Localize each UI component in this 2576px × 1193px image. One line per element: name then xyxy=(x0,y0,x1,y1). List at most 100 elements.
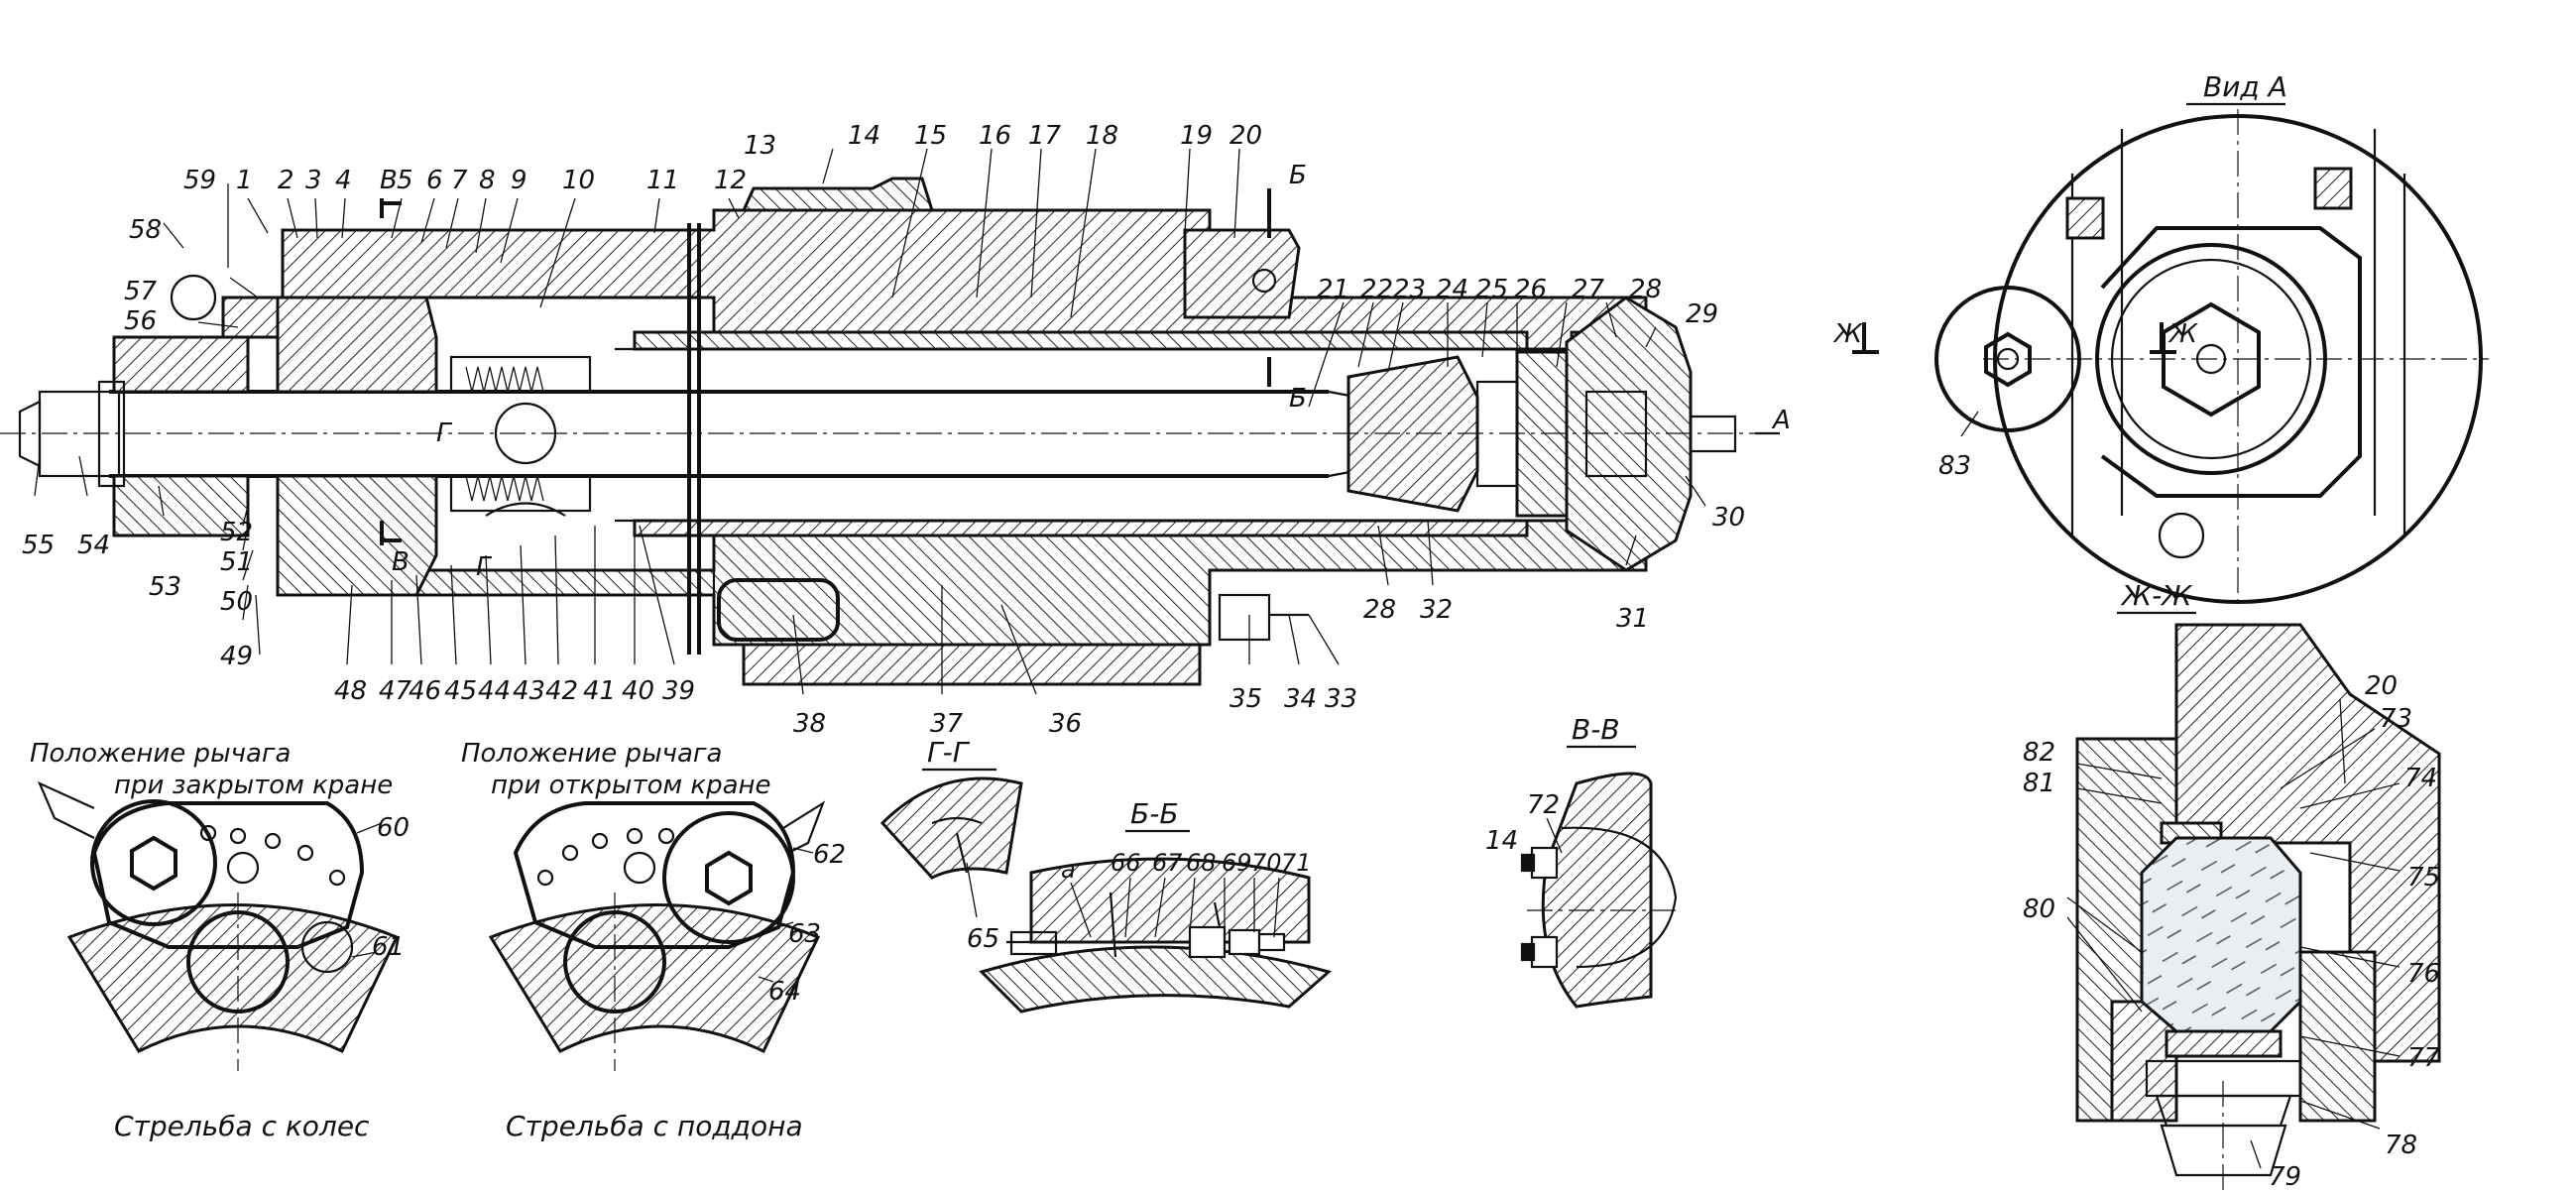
label-59: 59 xyxy=(183,166,216,195)
label-30: 30 xyxy=(1712,503,1745,533)
label-49: 49 xyxy=(220,642,253,671)
letter-g-bottom: Г xyxy=(476,552,493,582)
letter-b-top: Б xyxy=(1289,161,1307,190)
label-a: a xyxy=(1061,856,1076,884)
label-75: 75 xyxy=(2407,863,2440,893)
label-36: 36 xyxy=(1049,709,1082,739)
label-58: 58 xyxy=(129,215,162,245)
label-34: 34 xyxy=(1284,684,1317,714)
label-68: 68 xyxy=(1186,849,1217,877)
label-2: 2 xyxy=(278,166,294,195)
label-76: 76 xyxy=(2407,959,2440,989)
label-44: 44 xyxy=(478,676,511,706)
section-bb: Б-Б a 66 67 68 69 70 71 xyxy=(979,797,1333,1014)
label-74: 74 xyxy=(2404,764,2437,793)
label-17: 17 xyxy=(1028,121,1062,151)
label-28b: 28 xyxy=(1363,595,1396,625)
label-57: 57 xyxy=(124,277,158,306)
label-31: 31 xyxy=(1616,604,1649,634)
label-39: 39 xyxy=(662,676,695,706)
label-15: 15 xyxy=(914,121,947,151)
label-24: 24 xyxy=(1436,275,1468,304)
label-54: 54 xyxy=(77,531,110,560)
label-8: 8 xyxy=(479,166,496,195)
label-72: 72 xyxy=(1527,790,1560,820)
lever-closed: Положение рычага при закрытом кране 60 6… xyxy=(30,739,410,1142)
label-83: 83 xyxy=(1938,451,1971,481)
caption-closed-2: при закрытом кране xyxy=(114,771,393,800)
section-gg: Г-Г 65 xyxy=(879,736,1023,954)
label-6: 6 xyxy=(426,166,443,195)
label-56: 56 xyxy=(124,306,157,336)
main-labels: 1 2 3 4 5 6 7 8 9 10 11 12 13 14 15 16 1… xyxy=(22,121,1791,739)
label-13: 13 xyxy=(744,131,776,161)
section-gg-title: Г-Г xyxy=(927,736,971,769)
label-70: 70 xyxy=(1251,849,1282,877)
label-71: 71 xyxy=(1281,849,1312,877)
label-43: 43 xyxy=(513,676,545,706)
label-73: 73 xyxy=(2380,704,2412,734)
caption-fire-pallet: Стрельба с поддона xyxy=(506,1110,803,1142)
label-45: 45 xyxy=(444,676,477,706)
label-23: 23 xyxy=(1393,275,1426,304)
label-16: 16 xyxy=(979,121,1011,151)
label-37: 37 xyxy=(930,709,964,739)
label-78: 78 xyxy=(2385,1131,2417,1160)
main-section xyxy=(0,177,1780,686)
label-22: 22 xyxy=(1360,275,1393,304)
label-79: 79 xyxy=(2269,1162,2301,1192)
label-46: 46 xyxy=(409,676,441,706)
label-29: 29 xyxy=(1686,299,1718,329)
label-40: 40 xyxy=(622,676,654,706)
label-vv-14: 14 xyxy=(1485,826,1518,856)
label-9: 9 xyxy=(511,166,527,195)
label-60: 60 xyxy=(377,813,410,843)
label-25: 25 xyxy=(1475,275,1508,304)
label-48: 48 xyxy=(334,676,367,706)
letter-a: A xyxy=(1771,406,1791,435)
section-zh-title: Ж-Ж xyxy=(2120,579,2193,612)
label-10: 10 xyxy=(562,166,595,195)
caption-fire-wheels: Стрельба с колес xyxy=(114,1110,370,1142)
label-21: 21 xyxy=(1317,275,1349,304)
label-33: 33 xyxy=(1325,684,1357,714)
label-35: 35 xyxy=(1229,684,1262,714)
label-41: 41 xyxy=(583,676,616,706)
label-63: 63 xyxy=(788,919,821,949)
label-77: 77 xyxy=(2407,1043,2441,1073)
label-14: 14 xyxy=(848,121,880,151)
label-12: 12 xyxy=(714,166,747,195)
label-18: 18 xyxy=(1086,121,1118,151)
label-7: 7 xyxy=(451,166,468,195)
label-1: 1 xyxy=(236,166,253,195)
section-zh: Ж-Ж 20 73 74 75 76 77 78 79 80 81 82 xyxy=(2023,579,2441,1192)
label-28: 28 xyxy=(1629,275,1662,304)
label-5: 5 xyxy=(397,166,413,195)
section-bb-title: Б-Б xyxy=(1130,797,1179,830)
label-64: 64 xyxy=(768,977,801,1007)
letter-g-top: Г xyxy=(436,418,453,448)
label-20: 20 xyxy=(1229,121,1262,151)
label-53: 53 xyxy=(149,572,181,602)
label-4: 4 xyxy=(335,166,352,195)
label-19: 19 xyxy=(1180,121,1213,151)
letter-v-top: В xyxy=(380,166,398,195)
label-zh-20: 20 xyxy=(2365,671,2398,701)
section-vv: В-В 72 14 xyxy=(1485,713,1678,1009)
letter-zh-left: Ж xyxy=(1832,319,1863,349)
caption-open-2: при открытом кране xyxy=(491,771,771,800)
main-leaders xyxy=(34,148,1706,695)
letter-b-bottom: Б xyxy=(1289,384,1307,414)
label-11: 11 xyxy=(646,166,679,195)
label-62: 62 xyxy=(813,840,846,870)
label-80: 80 xyxy=(2023,895,2055,924)
label-65: 65 xyxy=(967,924,999,954)
label-27: 27 xyxy=(1572,275,1605,304)
label-38: 38 xyxy=(793,709,826,739)
caption-open-1: Положение рычага xyxy=(461,739,722,769)
label-69: 69 xyxy=(1222,849,1252,877)
label-52: 52 xyxy=(220,518,253,547)
label-67: 67 xyxy=(1152,849,1183,877)
label-50: 50 xyxy=(220,587,253,617)
